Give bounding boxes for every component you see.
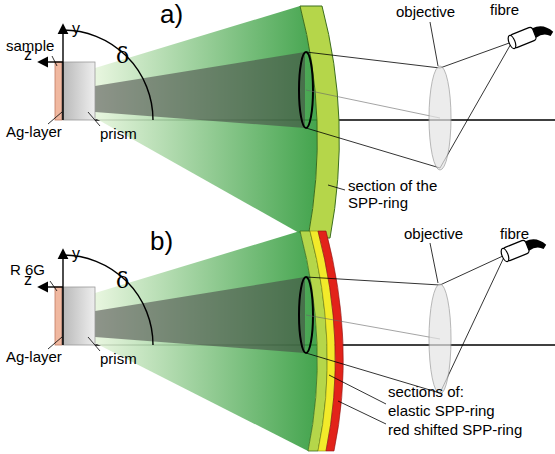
angle-symbol: δ [116,44,129,68]
panel-b [40,231,555,451]
part-label: Ag-layer [6,349,62,366]
part-label: section of the SPP-ring [348,178,458,211]
part-label: fibre [500,226,529,243]
panel-letter: a) [160,0,183,29]
part-label: red shifted SPP-ring [388,422,522,439]
part-label: prism [100,351,137,368]
part-label: elastic SPP-ring [388,403,495,420]
part-label: sections of: [388,384,464,401]
panel-a [40,6,555,238]
angle-symbol: δ [116,269,129,293]
axis-label: y [72,245,80,263]
axis-label: z [24,271,32,289]
part-label: objective [396,4,455,21]
part-label: objective [404,226,463,243]
part-label: Ag-layer [6,124,62,141]
axis-label: z [24,46,32,64]
panel-letter: b) [150,227,173,256]
part-label: prism [100,126,137,143]
part-label: fibre [490,2,519,19]
axis-label: y [72,20,80,38]
